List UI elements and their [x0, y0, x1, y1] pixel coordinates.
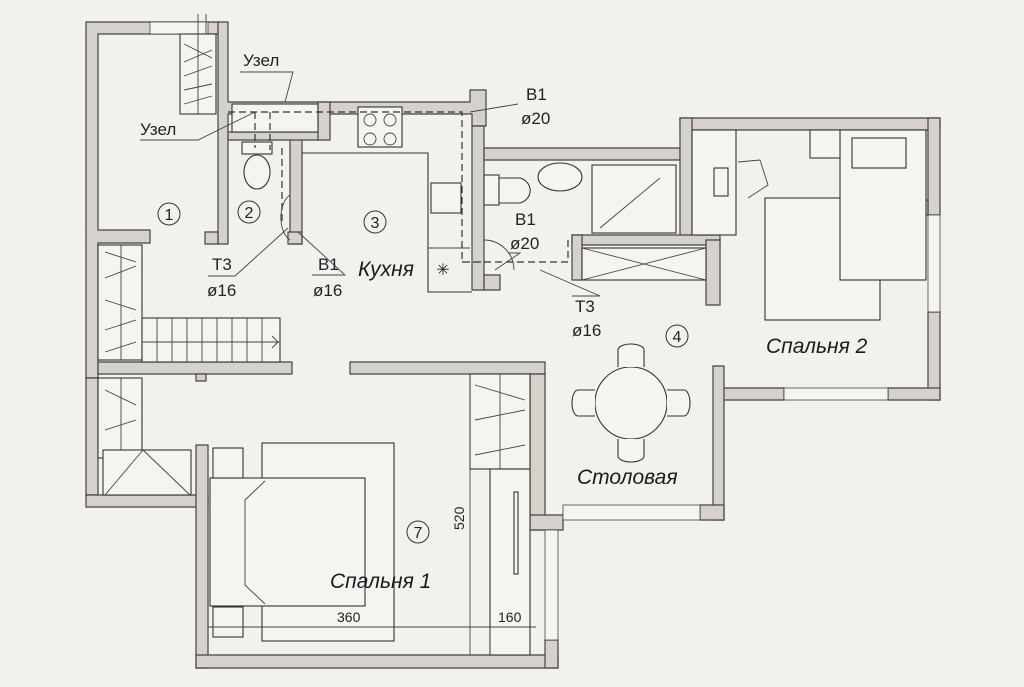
callout-label: Т3 — [212, 255, 232, 274]
room-number-circle — [237, 200, 261, 224]
callout-label: Т3 — [575, 297, 595, 316]
pipe-route — [228, 111, 569, 263]
closet-left — [97, 244, 143, 470]
callout-value: ø16 — [572, 321, 601, 340]
dimension-bed-width: 360 — [337, 609, 361, 625]
room-number: 1 — [165, 207, 174, 224]
room-number: 7 — [414, 525, 423, 542]
callout-label: В1 — [318, 255, 339, 274]
closet-top — [179, 14, 217, 115]
staircase — [102, 317, 281, 496]
callout-label: В1 — [526, 85, 547, 104]
room-number: 2 — [245, 205, 254, 222]
window — [562, 504, 701, 521]
pipe-route — [254, 112, 283, 222]
window — [927, 214, 941, 313]
walls — [85, 21, 941, 669]
room-number-circle — [665, 324, 689, 348]
room-name-kitchen: Кухня — [358, 258, 414, 281]
dining-table — [571, 343, 691, 463]
window — [544, 529, 559, 641]
callout-label: В1 — [515, 210, 536, 229]
bedroom-2-furniture — [691, 129, 927, 321]
room-name-dining: Столовая — [577, 466, 678, 489]
room-number-circle — [363, 210, 387, 234]
room-number-circle — [406, 520, 430, 544]
dimension-closet-width: 160 — [498, 609, 522, 625]
room-number: 4 — [673, 329, 682, 346]
callout-value: ø20 — [510, 234, 539, 253]
room-name-bedroom-2: Спальня 2 — [766, 335, 868, 358]
kitchen-furniture: ✳ — [302, 106, 472, 293]
window — [149, 21, 209, 35]
leader-lines — [140, 71, 601, 297]
svg-text:✳: ✳ — [436, 262, 449, 279]
callout-label: Узел — [140, 120, 176, 139]
bedroom-1-furniture — [208, 373, 536, 656]
room-number-circle — [157, 202, 181, 226]
bathroom-right — [483, 162, 707, 281]
window — [783, 387, 889, 401]
dimension-length: 520 — [451, 506, 467, 530]
toilet-bath-2 — [231, 103, 319, 241]
room-number: 3 — [371, 215, 380, 232]
room-name-bedroom-1: Спальня 1 — [330, 570, 431, 593]
callout-value: ø20 — [521, 109, 550, 128]
callout-value: ø16 — [313, 281, 342, 300]
callout-value: ø16 — [207, 281, 236, 300]
callout-label: Узел — [243, 51, 279, 70]
